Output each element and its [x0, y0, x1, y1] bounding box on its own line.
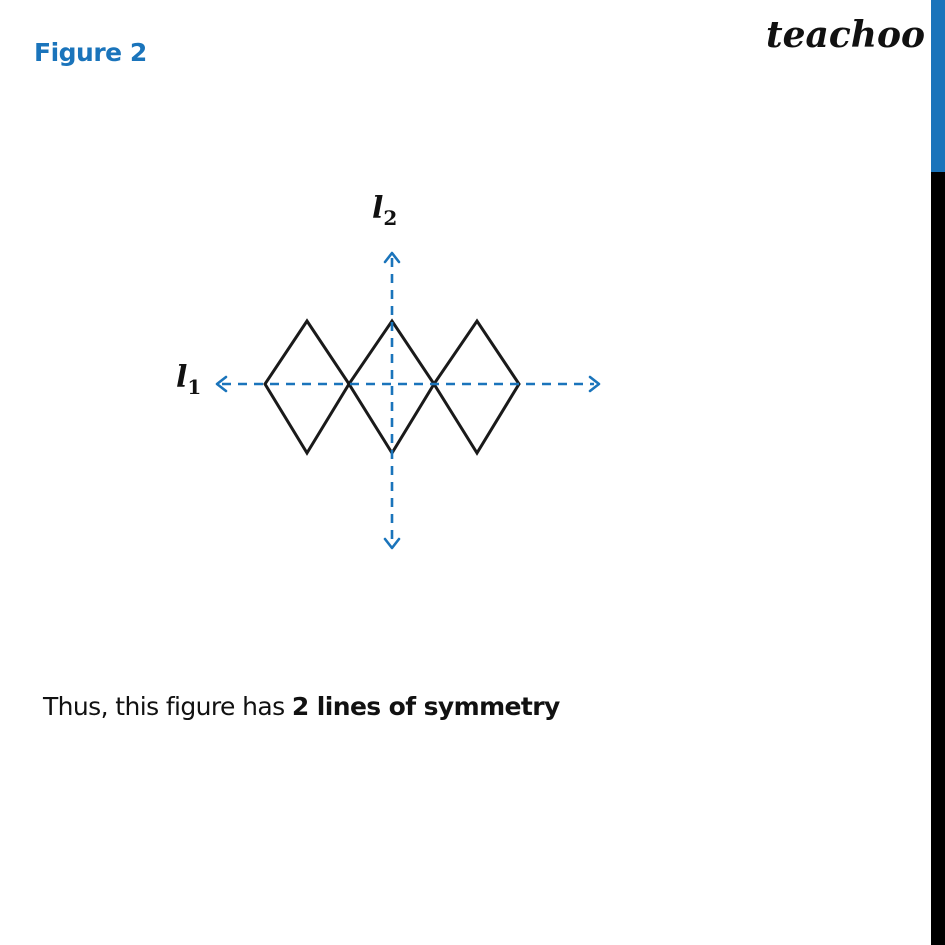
conclusion-prefix: Thus, this figure has: [43, 692, 292, 721]
label-l2: l2: [372, 191, 397, 230]
symmetry-line-l1: [215, 375, 601, 393]
label-l1: l1: [176, 360, 201, 399]
arrow-right-icon: [588, 375, 601, 393]
arrow-down-icon: [383, 537, 401, 550]
rhombus-right: [432, 318, 521, 456]
conclusion-text: Thus, this figure has 2 lines of symmetr…: [43, 692, 560, 721]
symmetry-line-l2: [383, 251, 401, 550]
conclusion-emphasis: 2 lines of symmetry: [291, 692, 560, 721]
side-bar-accent: [931, 0, 945, 172]
figure-title: Figure 2: [34, 38, 147, 67]
arrow-up-icon: [383, 251, 401, 264]
teachoo-logo: teachoo: [766, 14, 925, 56]
rhombus-left: [263, 318, 351, 456]
arrow-left-icon: [215, 375, 228, 393]
right-side-bar: [931, 0, 945, 945]
